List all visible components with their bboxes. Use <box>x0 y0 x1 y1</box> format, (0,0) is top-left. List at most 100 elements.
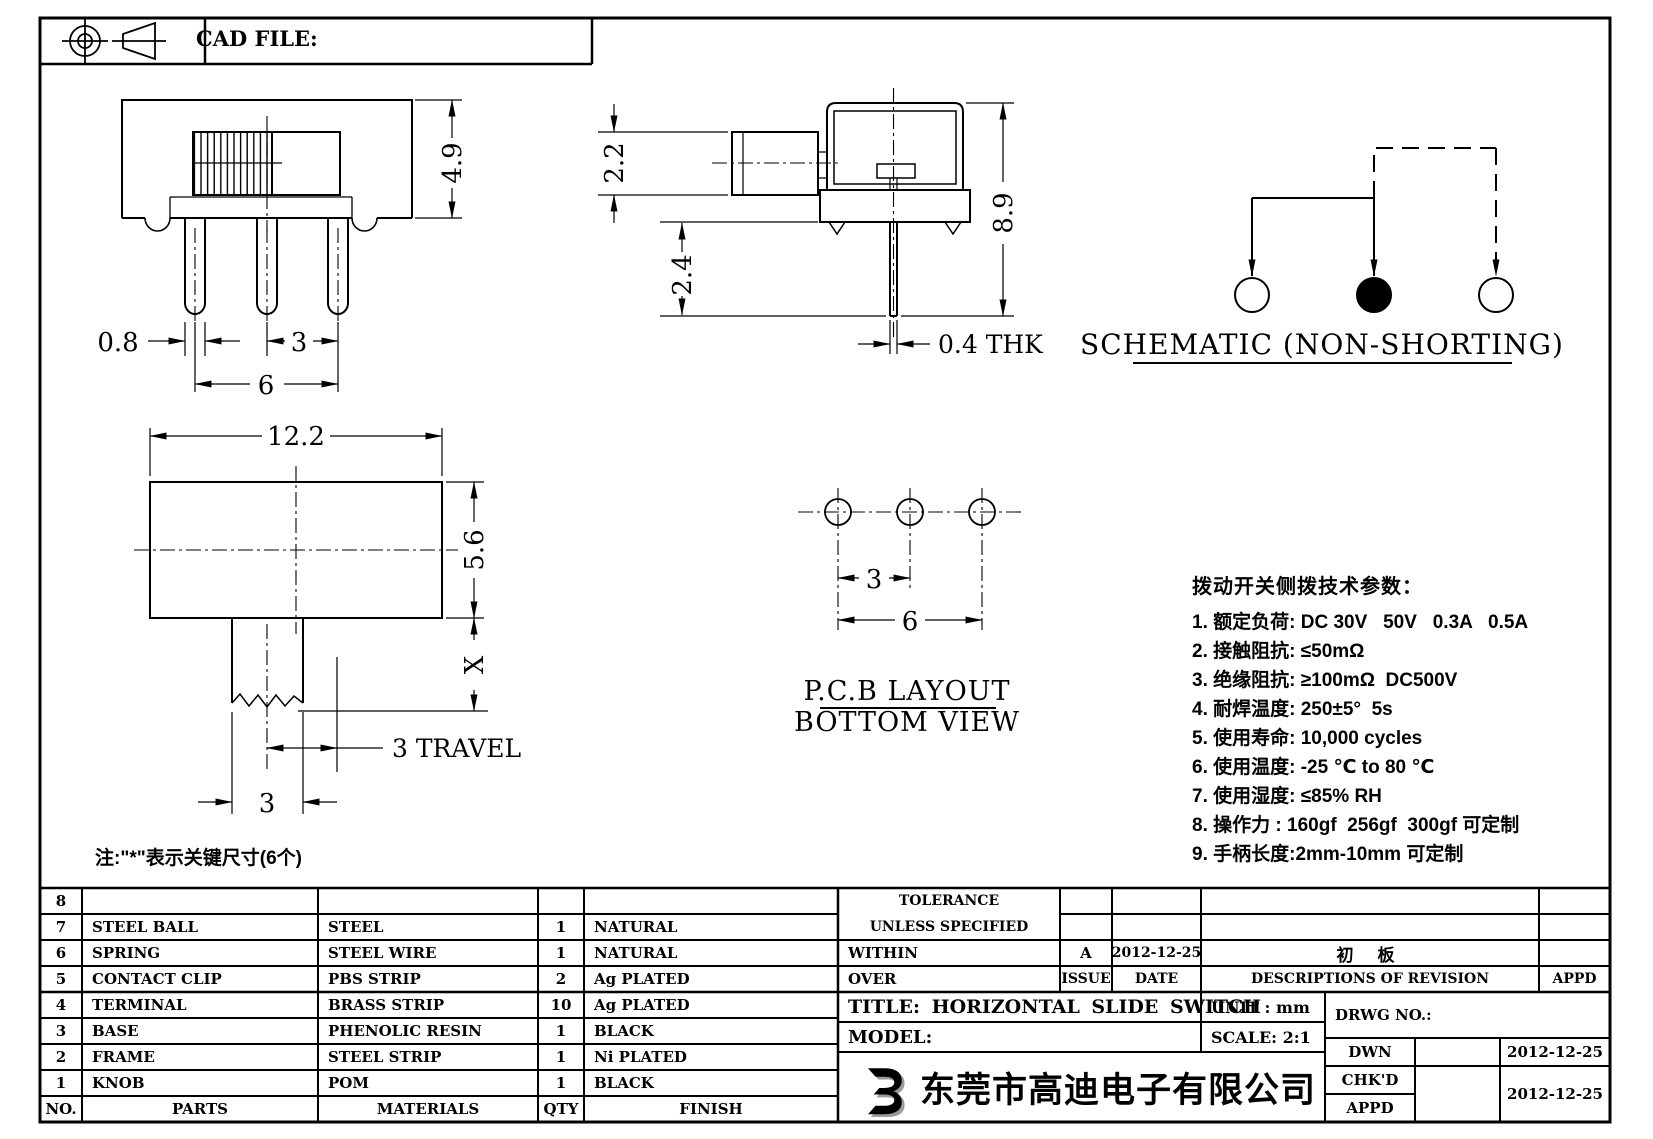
part-row-materials: POM <box>328 1074 369 1092</box>
revision-date-value: 2012-12-25 <box>1111 945 1202 961</box>
side-dim-total: 8.9 <box>989 192 1019 233</box>
part-row-qty: 1 <box>555 1022 567 1040</box>
front-dim-pitch: 3 <box>291 328 308 358</box>
table-grid <box>40 886 1610 1122</box>
spec-item: 5. 使用寿命: 10,000 cycles <box>1192 728 1423 749</box>
part-row-parts: STEEL BALL <box>92 918 199 936</box>
front-dim-span: 6 <box>258 371 275 401</box>
dwn-label: DWN <box>1348 1043 1392 1061</box>
dwn-date: 2012-12-25 <box>1507 1043 1603 1061</box>
spec-item: 6. 使用温度: -25 ℃ to 80 ℃ <box>1192 757 1435 778</box>
part-row-parts: SPRING <box>92 944 161 962</box>
drawing-title: TITLE: HORIZONTAL SLIDE SWITCH <box>848 996 1262 1018</box>
part-row-qty: 1 <box>555 1048 567 1066</box>
part-row-qty: 10 <box>550 996 572 1014</box>
parts-header-no: NO. <box>45 1100 77 1118</box>
part-row-qty: 1 <box>555 918 567 936</box>
scale-label: SCALE: 2:1 <box>1211 1027 1311 1047</box>
spec-item: 9. 手柄长度:2mm-10mm 可定制 <box>1192 844 1464 865</box>
part-row-materials: BRASS STRIP <box>328 996 445 1014</box>
parts-header-qty: QTY <box>543 1100 579 1118</box>
chkd-label: CHK'D <box>1341 1071 1399 1089</box>
side-dim-standoff: 2.4 <box>668 254 698 295</box>
side-dim-knob: 2.2 <box>600 142 630 183</box>
projection-cone-icon <box>112 21 166 61</box>
parts-header-parts: PARTS <box>171 1100 229 1118</box>
part-row-qty: 2 <box>555 970 567 988</box>
part-row-qty: 1 <box>555 944 567 962</box>
spec-item: 1. 额定负荷: DC 30V 50V 0.3A 0.5A <box>1192 612 1529 633</box>
part-row-finish: BLACK <box>594 1074 654 1092</box>
spec-item: 7. 使用湿度: ≤85% RH <box>1192 786 1382 807</box>
part-row-no: 3 <box>55 1022 67 1040</box>
revision-description-value: 初 板 <box>1336 945 1404 966</box>
top-dim-x: X <box>460 655 490 674</box>
pcb-dim-span: 6 <box>902 607 919 637</box>
part-row-materials: STEEL <box>328 918 384 936</box>
pcb-caption-1: P.C.B LAYOUT <box>803 676 1010 707</box>
part-row-materials: PBS STRIP <box>328 970 421 988</box>
schematic-caption: SCHEMATIC (NON-SHORTING) <box>1080 328 1564 361</box>
tolerance-over: OVER <box>848 970 897 988</box>
tolerance-line1: TOLERANCE <box>898 893 1000 909</box>
tolerance-within: WITHIN <box>848 944 918 962</box>
top-dim-stem: 3 <box>259 789 276 819</box>
part-row-no: 6 <box>55 944 67 962</box>
top-view <box>134 428 488 814</box>
part-row-parts: TERMINAL <box>92 996 187 1014</box>
spec-item: 8. 操作力 : 160gf 256gf 300gf 可定制 <box>1192 815 1520 836</box>
tolerance-line2: UNLESS SPECIFIED <box>869 919 1029 935</box>
company-name: 东莞市高迪电子有限公司 <box>920 1070 1317 1110</box>
part-row-qty: 1 <box>555 1074 567 1092</box>
company-cell: 东莞市高迪电子有限公司 <box>838 1052 1325 1122</box>
part-row-materials: STEEL STRIP <box>328 1048 442 1066</box>
part-row-no: 5 <box>55 970 67 988</box>
spec-item: 4. 耐焊温度: 250±5° 5s <box>1192 699 1393 720</box>
part-row-finish: Ni PLATED <box>594 1048 687 1066</box>
revision-header-descriptions: DESCRIPTIONS OF REVISION <box>1250 971 1490 987</box>
part-row-materials: PHENOLIC RESIN <box>328 1022 482 1040</box>
pcb-dim-pitch: 3 <box>866 565 883 595</box>
cad-file-label: CAD FILE: <box>196 26 318 51</box>
drwg-no-label: DRWG NO.: <box>1335 1006 1432 1024</box>
revision-issue-value: A <box>1080 944 1092 962</box>
spec-item: 3. 绝缘阻抗: ≥100mΩ DC500V <box>1192 670 1458 691</box>
spec-item: 2. 接触阻抗: ≤50mΩ <box>1192 641 1365 662</box>
pcb-caption-2: BOTTOM VIEW <box>794 707 1020 738</box>
unit-label: UNIT : mm <box>1211 997 1310 1017</box>
part-row-no: 1 <box>55 1074 67 1092</box>
chk-appd-date: 2012-12-25 <box>1507 1085 1603 1103</box>
part-row-finish: NATURAL <box>594 944 678 962</box>
part-row-parts: FRAME <box>92 1048 155 1066</box>
part-row-finish: Ag PLATED <box>594 970 690 988</box>
revision-header-issue: ISSUE <box>1061 971 1111 987</box>
top-dim-width: 12.2 <box>267 422 325 452</box>
top-dim-travel: 3 TRAVEL <box>392 734 521 763</box>
top-dim-depth: 5.6 <box>460 529 490 570</box>
part-row-finish: Ag PLATED <box>594 996 690 1014</box>
revision-header-date: DATE <box>1134 971 1179 987</box>
part-row-finish: NATURAL <box>594 918 678 936</box>
part-row-parts: BASE <box>92 1022 139 1040</box>
part-row-parts: CONTACT CLIP <box>92 970 222 988</box>
model-label: MODEL: <box>848 1026 933 1048</box>
front-dim-pin: 0.8 <box>97 328 138 358</box>
appd-label: APPD <box>1346 1099 1394 1117</box>
part-row-no: 2 <box>55 1048 67 1066</box>
revision-header-appd: APPD <box>1552 971 1597 987</box>
part-row-parts: KNOB <box>92 1074 145 1092</box>
border-frame <box>38 16 1612 1124</box>
side-dim-thk: 0.4 THK <box>938 330 1044 359</box>
part-row-no: 8 <box>55 892 67 910</box>
tech-specs-title: 拨动开关侧拨技术参数： <box>1192 576 1423 598</box>
part-row-no: 7 <box>55 918 67 936</box>
key-dimension-note: 注:"*"表示关键尺寸(6个) <box>95 848 302 869</box>
parts-header-finish: FINISH <box>679 1100 743 1118</box>
front-view <box>121 99 462 392</box>
company-logo <box>868 1068 905 1117</box>
part-row-finish: BLACK <box>594 1022 654 1040</box>
tech-specs: 拨动开关侧拨技术参数： 1. 额定负荷: DC 30V 50V 0.3A 0.5… <box>1192 570 1632 869</box>
front-dim-height: 4.9 <box>438 142 468 183</box>
